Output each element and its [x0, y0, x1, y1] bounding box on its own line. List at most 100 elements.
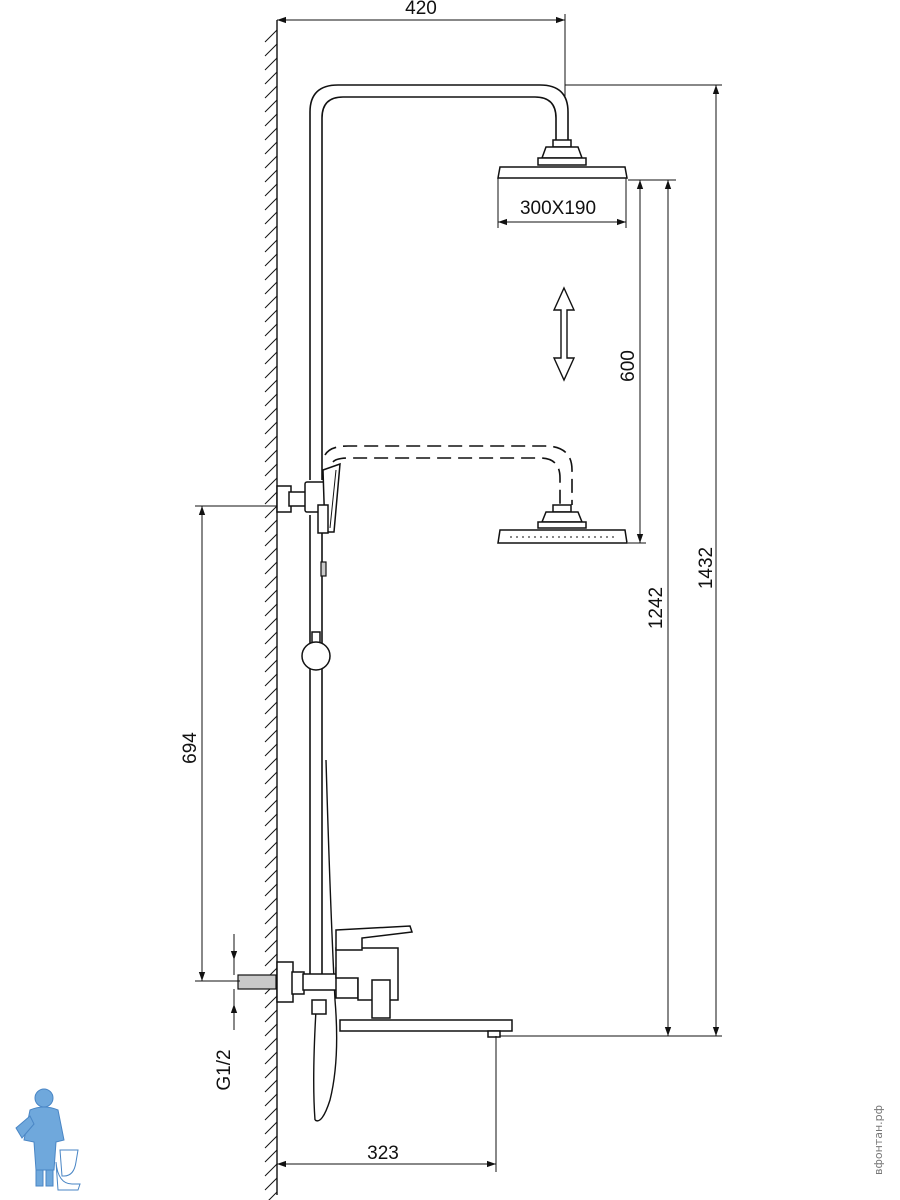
hatch-line — [264, 295, 278, 309]
hatch-line — [264, 743, 278, 757]
hatch-line — [264, 897, 278, 911]
hatch-line — [264, 771, 278, 785]
wall-hatching — [264, 29, 278, 1200]
hand-shower — [317, 462, 341, 534]
dim-600: 600 — [618, 179, 676, 544]
hatch-line — [264, 169, 278, 183]
hatch-line — [264, 85, 278, 99]
hatch-line — [264, 113, 278, 127]
wall — [264, 20, 278, 1200]
hatch-line — [264, 883, 278, 897]
slider-knob — [301, 561, 331, 671]
hatch-line — [264, 841, 278, 855]
hatch-line — [264, 561, 278, 575]
height-adjust-arrow — [552, 286, 576, 382]
hatch-line — [264, 505, 278, 519]
hatch-line — [264, 729, 278, 743]
hatch-line — [264, 323, 278, 337]
dim-323: 323 — [277, 1036, 497, 1172]
hatch-line — [264, 43, 278, 57]
hatch-line — [264, 659, 278, 673]
hatch-line — [264, 1163, 278, 1177]
hatch-line — [264, 211, 278, 225]
hatch-line — [264, 491, 278, 505]
hatch-line — [264, 603, 278, 617]
hatch-line — [264, 1051, 278, 1065]
hatch-line — [264, 1009, 278, 1023]
hatch-line — [264, 379, 278, 393]
hatch-line — [264, 253, 278, 267]
dim-420-label: 420 — [405, 0, 437, 19]
plumber-mascot-logo — [15, 1088, 81, 1191]
hatch-line — [264, 407, 278, 421]
dim-600-label: 600 — [618, 350, 639, 382]
hatch-line — [264, 1037, 278, 1051]
site-watermark: вфонтан.рф — [872, 1104, 885, 1176]
hatch-line — [264, 1177, 278, 1191]
hatch-line — [264, 631, 278, 645]
hatch-line — [264, 127, 278, 141]
hatch-line — [264, 155, 278, 169]
inlet-fitting — [230, 934, 277, 1030]
hatch-line — [264, 365, 278, 379]
hatch-line — [264, 281, 278, 295]
hatch-line — [264, 71, 278, 85]
hatch-line — [264, 701, 278, 715]
dim-694-label: 694 — [180, 732, 201, 764]
hatch-line — [264, 687, 278, 701]
dim-head-size: 300X190 — [497, 178, 627, 228]
hatch-line — [264, 239, 278, 253]
hatch-line — [264, 1023, 278, 1037]
dim-420: 420 — [277, 0, 566, 98]
hatch-line — [264, 589, 278, 603]
thread-label: G1/2 — [214, 1049, 235, 1090]
dim-694: 694 — [180, 505, 277, 982]
hatch-line — [264, 463, 278, 477]
hatch-line — [264, 953, 278, 967]
dim-1242-label: 1242 — [646, 587, 667, 629]
hatch-line — [264, 449, 278, 463]
riser-pipe — [309, 84, 569, 975]
hatch-line — [264, 855, 278, 869]
dim-head-size-label: 300X190 — [520, 198, 596, 219]
hatch-line — [264, 827, 278, 841]
hatch-line — [264, 673, 278, 687]
hatch-line — [264, 533, 278, 547]
hatch-line — [264, 1121, 278, 1135]
hatch-line — [264, 1107, 278, 1121]
hatch-line — [264, 995, 278, 1009]
hatch-line — [264, 645, 278, 659]
hatch-line — [264, 141, 278, 155]
hatch-line — [264, 925, 278, 939]
hatch-line — [264, 1079, 278, 1093]
hatch-line — [264, 575, 278, 589]
hatch-line — [264, 183, 278, 197]
hatch-line — [264, 267, 278, 281]
hatch-line — [264, 617, 278, 631]
hatch-line — [264, 1149, 278, 1163]
hatch-line — [264, 337, 278, 351]
hatch-line — [264, 477, 278, 491]
hatch-line — [264, 99, 278, 113]
shower-hose — [313, 759, 338, 1122]
hatch-line — [264, 519, 278, 533]
hatch-line — [264, 309, 278, 323]
bath-mixer — [276, 925, 513, 1038]
rain-shower-head-top — [497, 139, 628, 179]
hatch-line — [264, 785, 278, 799]
dim-323-label: 323 — [367, 1143, 399, 1164]
hatch-line — [264, 715, 278, 729]
hatch-line — [264, 1093, 278, 1107]
hatch-line — [264, 351, 278, 365]
hatch-line — [264, 547, 278, 561]
hatch-line — [264, 197, 278, 211]
hatch-line — [264, 57, 278, 71]
hatch-line — [264, 1135, 278, 1149]
rain-shower-head-lowered — [324, 445, 628, 544]
hatch-line — [264, 435, 278, 449]
hatch-line — [264, 225, 278, 239]
hatch-line — [264, 869, 278, 883]
dim-1432-label: 1432 — [696, 547, 717, 589]
hatch-line — [264, 939, 278, 953]
